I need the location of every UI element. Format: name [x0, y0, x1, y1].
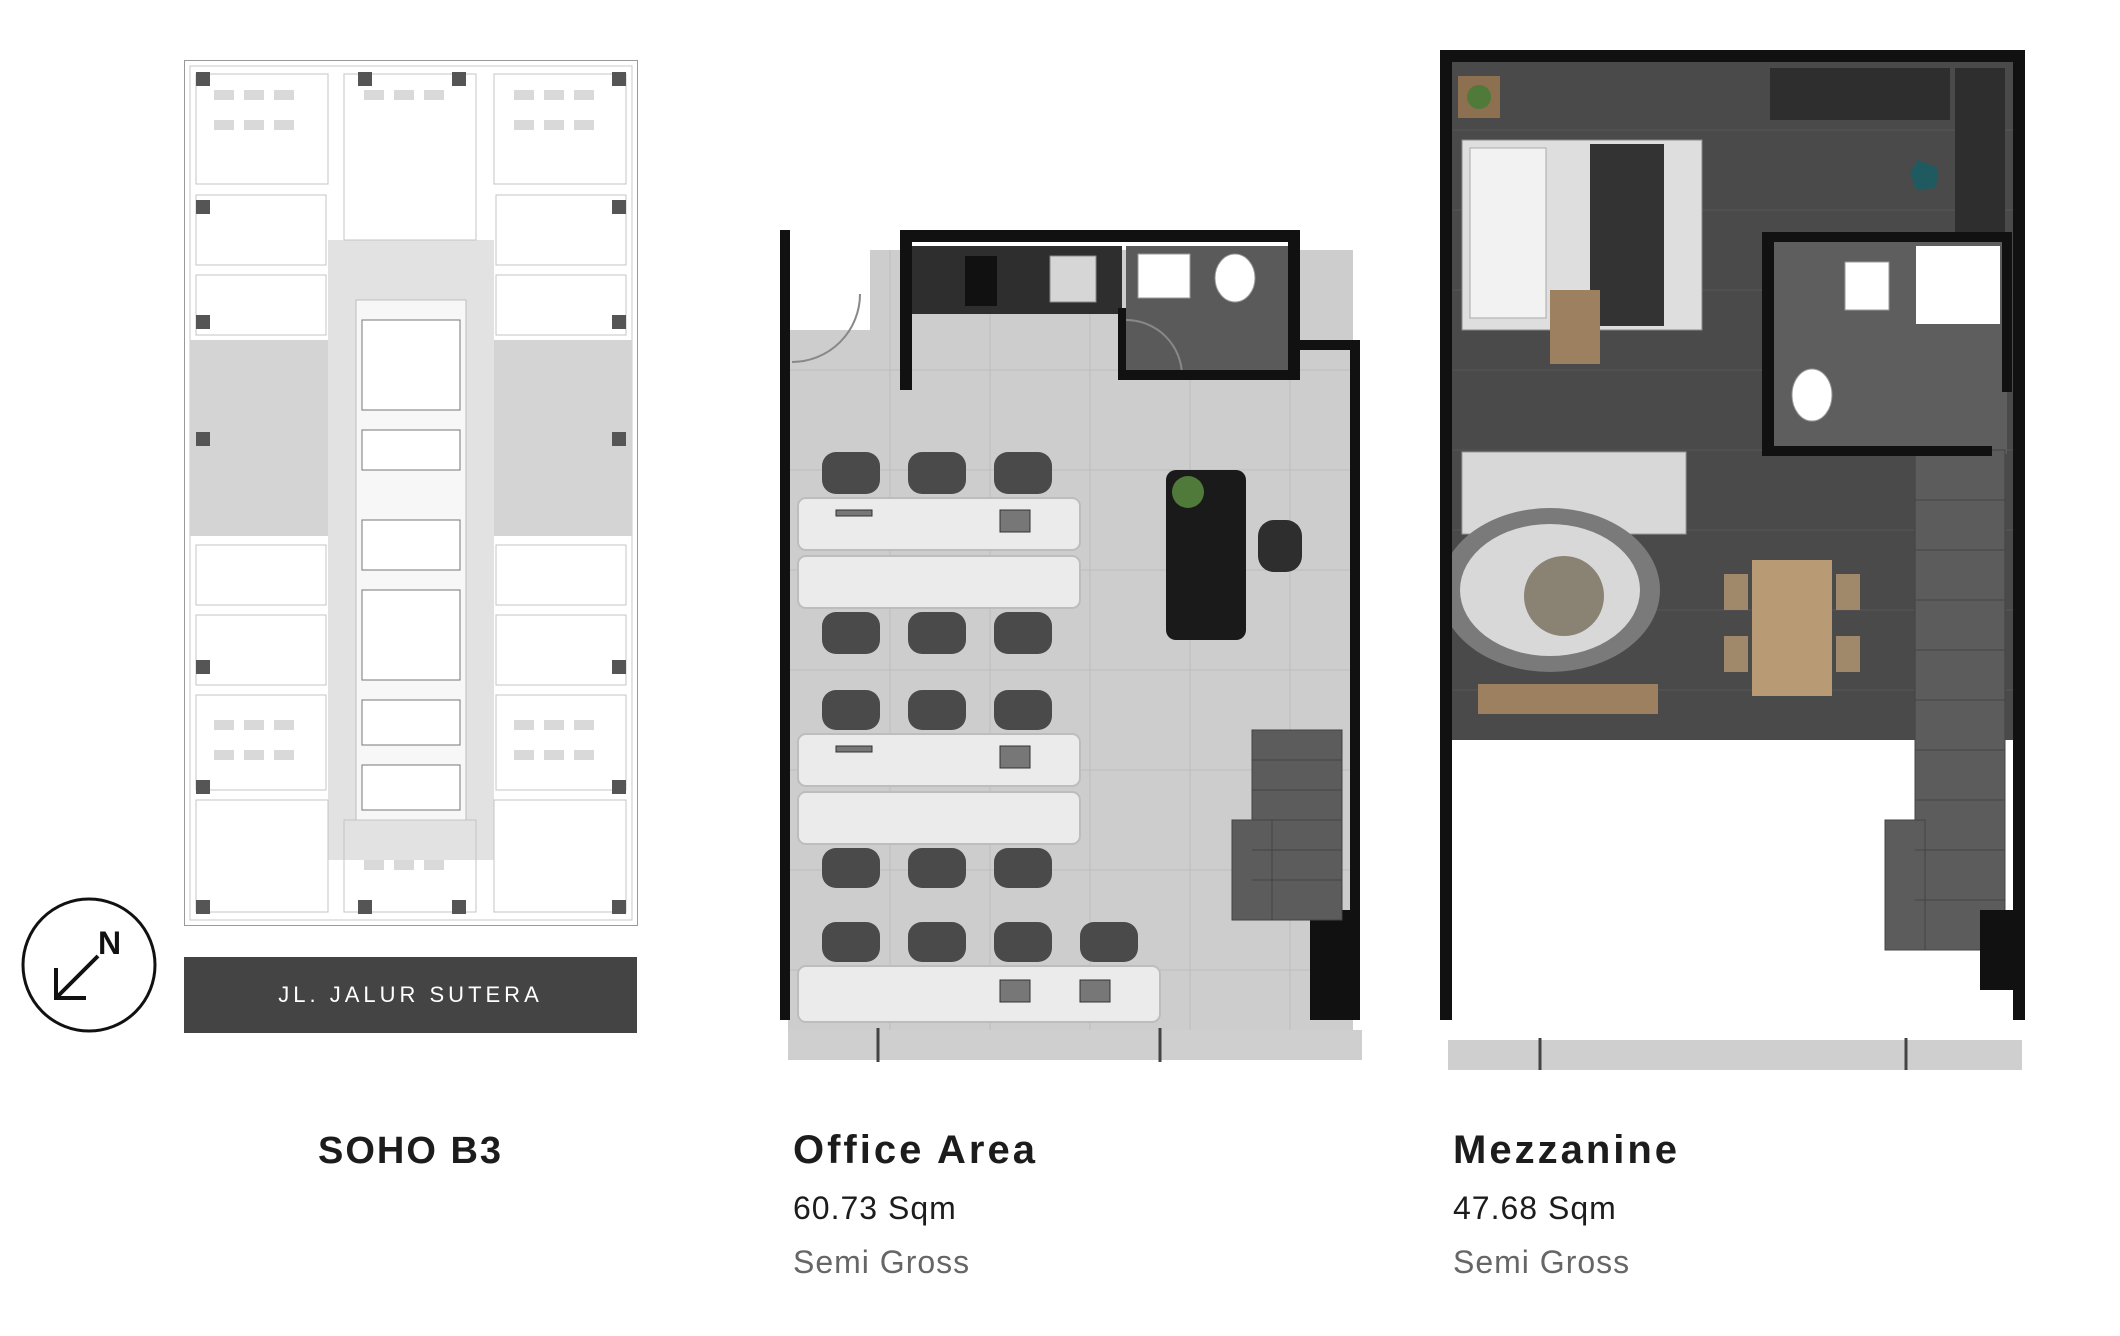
- office-area-floor-plan: [780, 230, 1362, 1062]
- office-area-size: 60.73 Sqm: [793, 1190, 957, 1226]
- unit-name-label: SOHO B3: [318, 1130, 504, 1172]
- mezzanine-size: 47.68 Sqm: [1453, 1190, 1617, 1226]
- street-name-label: JL. JALUR SUTERA: [278, 982, 543, 1007]
- mezzanine-type: Semi Gross: [1453, 1244, 1631, 1280]
- mezzanine-floor-plan: [1440, 50, 2025, 1070]
- street-name-banner: JL. JALUR SUTERA: [184, 957, 637, 1033]
- building-key-plan: [184, 60, 638, 926]
- mezzanine-title: Mezzanine: [1453, 1128, 1681, 1172]
- office-area-type: Semi Gross: [793, 1244, 971, 1280]
- office-area-title: Office Area: [793, 1128, 1038, 1172]
- north-compass-icon: N: [21, 897, 157, 1033]
- compass-north-letter: N: [98, 925, 121, 961]
